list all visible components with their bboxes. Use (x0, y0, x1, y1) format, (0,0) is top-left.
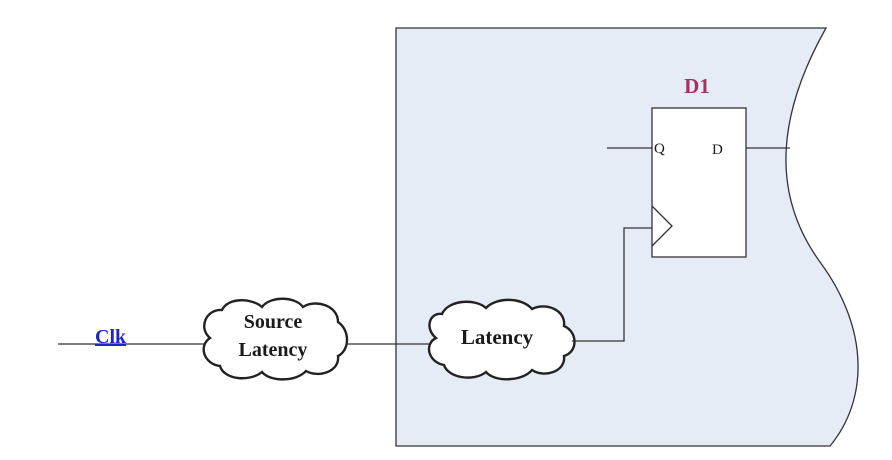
source-latency-cloud (202, 297, 349, 381)
clock-pin-triangle (651, 205, 673, 247)
flip-flop-d1 (651, 107, 747, 258)
latency-label: Latency (461, 325, 534, 349)
latency-to-flop-clock-wire (572, 227, 652, 342)
clk-label: Clk (95, 326, 127, 348)
source-latency-label-line2: Latency (239, 339, 308, 361)
pin-q-label: Q (654, 141, 665, 157)
chip-boundary (395, 27, 859, 447)
latency-cloud (427, 298, 576, 381)
pin-d-label: D (712, 142, 723, 158)
source-latency-label-line1: Source (244, 311, 303, 333)
flop-name-label: D1 (684, 74, 710, 98)
